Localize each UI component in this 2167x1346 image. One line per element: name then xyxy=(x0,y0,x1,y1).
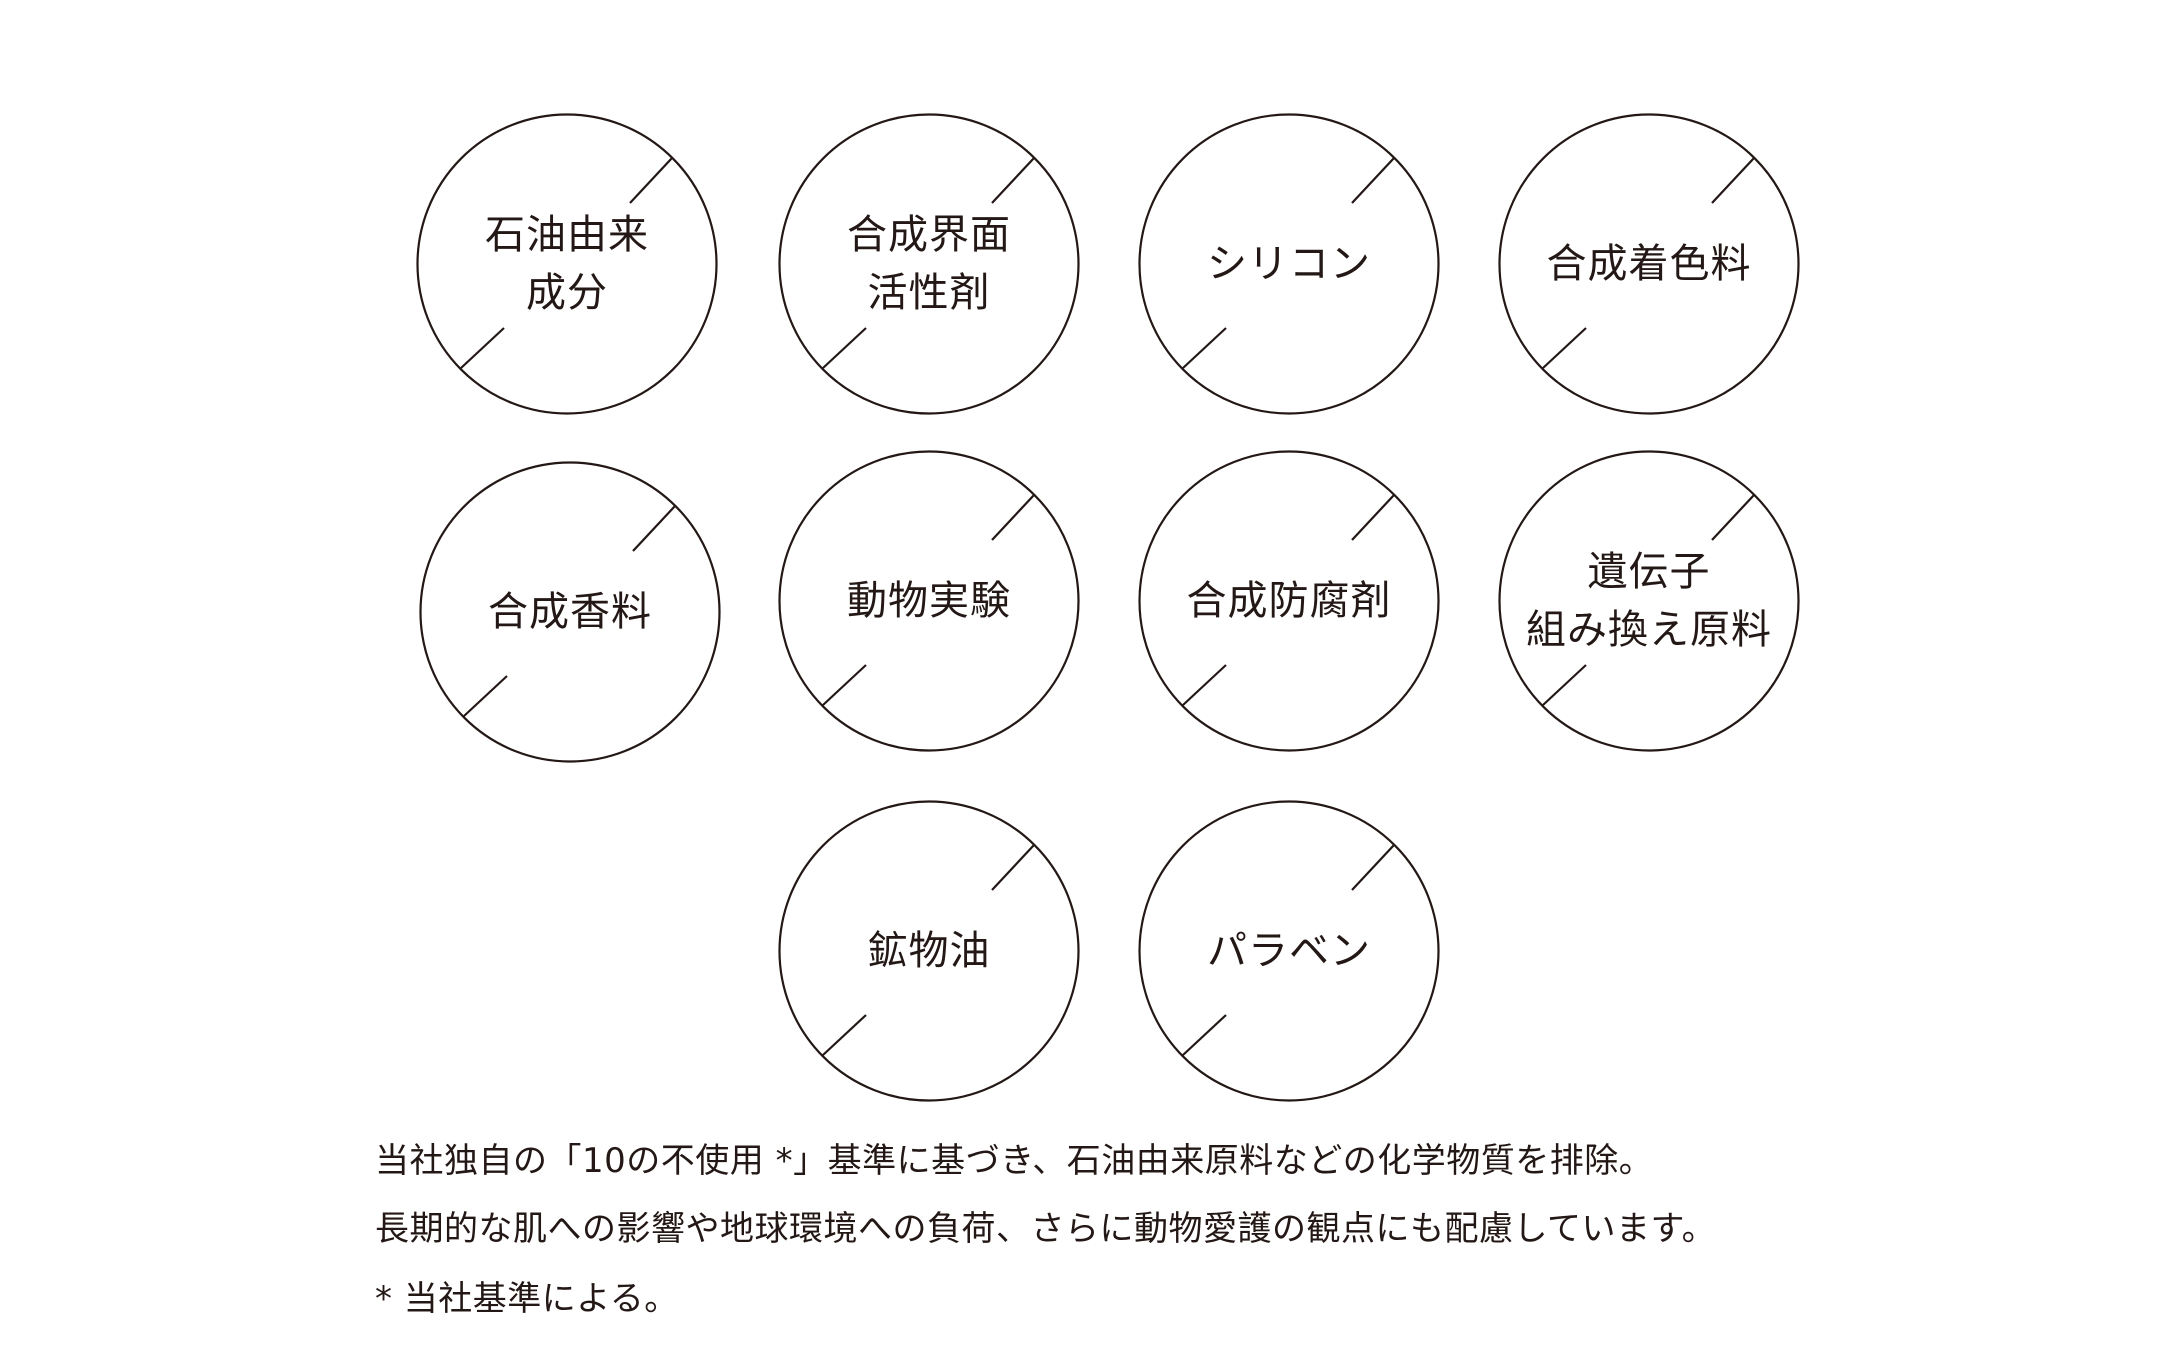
badge-label: シリコン xyxy=(1138,113,1440,415)
prohibited-circle-icon xyxy=(1498,450,1800,752)
badge-4: 合成着色料 xyxy=(1498,113,1800,415)
prohibited-circle-icon xyxy=(1138,113,1440,415)
badge-label: 合成界面活性剤 xyxy=(778,113,1080,415)
badge-label-line: 合成着色料 xyxy=(1546,241,1752,287)
badge-label: 合成香料 xyxy=(419,461,721,763)
badge-label-line: 動物実験 xyxy=(847,578,1011,624)
badge-label-line: 鉱物油 xyxy=(867,928,991,974)
badge-5: 合成香料 xyxy=(419,461,721,763)
badge-label-line: 成分 xyxy=(526,270,608,316)
badge-label: パラベン xyxy=(1138,800,1440,1102)
badge-label: 合成防腐剤 xyxy=(1138,450,1440,752)
badge-2: 合成界面活性剤 xyxy=(778,113,1080,415)
prohibited-circle-icon xyxy=(778,800,1080,1102)
badge-label: 石油由来成分 xyxy=(416,113,718,415)
prohibited-circle-icon xyxy=(419,461,721,763)
badge-label: 動物実験 xyxy=(778,450,1080,752)
badge-label-line: 合成防腐剤 xyxy=(1186,578,1392,624)
prohibited-circle-icon xyxy=(1138,450,1440,752)
badge-label-line: 活性剤 xyxy=(867,270,991,316)
badge-10: パラベン xyxy=(1138,800,1440,1102)
prohibited-circle-icon xyxy=(778,450,1080,752)
badge-9: 鉱物油 xyxy=(778,800,1080,1102)
description-line-1: 当社独自の「10の不使用 *」基準に基づき、石油由来原料などの化学物質を排除。 xyxy=(375,1141,1654,1181)
badge-label: 遺伝子組み換え原料 xyxy=(1498,450,1800,752)
badge-label-line: パラベン xyxy=(1207,928,1371,974)
prohibited-circle-icon xyxy=(778,113,1080,415)
prohibited-circle-icon xyxy=(416,113,718,415)
badge-label-line: 合成界面 xyxy=(847,212,1011,258)
badge-label-line: 遺伝子 xyxy=(1587,549,1711,595)
badge-label: 鉱物油 xyxy=(778,800,1080,1102)
badge-label-line: 石油由来 xyxy=(485,212,649,258)
badge-label-line: 合成香料 xyxy=(488,589,652,635)
badge-6: 動物実験 xyxy=(778,450,1080,752)
footnote: * 当社基準による。 xyxy=(375,1279,679,1319)
prohibited-circle-icon xyxy=(1138,800,1440,1102)
badge-label: 合成着色料 xyxy=(1498,113,1800,415)
badge-label-line: 組み換え原料 xyxy=(1526,607,1772,653)
badge-3: シリコン xyxy=(1138,113,1440,415)
badge-8: 遺伝子組み換え原料 xyxy=(1498,450,1800,752)
badge-label-line: シリコン xyxy=(1207,241,1371,287)
badge-7: 合成防腐剤 xyxy=(1138,450,1440,752)
badge-1: 石油由来成分 xyxy=(416,113,718,415)
description-line-2: 長期的な肌への影響や地球環境への負荷、さらに動物愛護の観点にも配慮しています。 xyxy=(375,1209,1717,1249)
prohibited-circle-icon xyxy=(1498,113,1800,415)
